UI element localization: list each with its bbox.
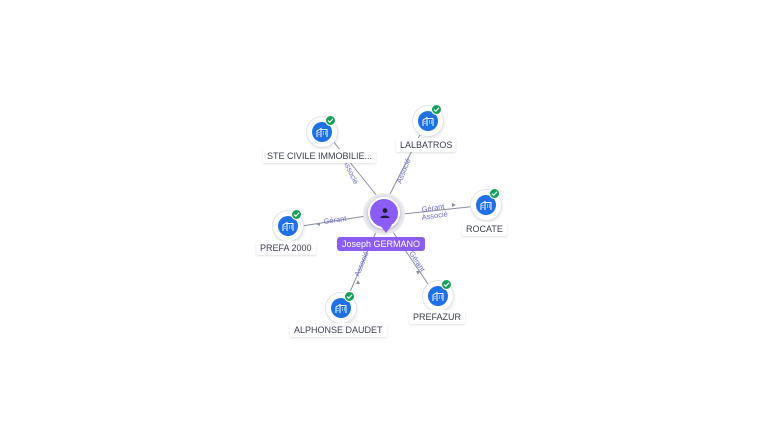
- center-person-node[interactable]: [363, 193, 405, 235]
- company-node-ste-civile[interactable]: [307, 115, 337, 147]
- arrow-prefa2000: [316, 223, 320, 226]
- node-disc: [428, 286, 448, 306]
- verified-badge: [291, 209, 302, 220]
- edge-label-prefa2000: Gérant: [323, 214, 348, 226]
- company-label-lalbatros[interactable]: LALBATROS: [396, 138, 457, 152]
- check-icon: [346, 294, 353, 300]
- building-icon: [335, 303, 347, 313]
- edge-prefa2000: [301, 215, 367, 227]
- company-node-rocate[interactable]: [471, 188, 501, 220]
- company-label-prefazur[interactable]: PREFAZUR: [409, 310, 466, 324]
- edge-label-lalbatros: Associé: [395, 157, 413, 185]
- company-node-alphonse[interactable]: [326, 291, 356, 323]
- check-icon: [443, 282, 450, 288]
- building-icon: [480, 200, 492, 210]
- company-label-prefa2000[interactable]: PREFA 2000: [256, 241, 316, 255]
- node-disc: [278, 216, 298, 236]
- arrow-rocate: [452, 203, 456, 207]
- edge-label-rocate-2: Associé: [421, 209, 448, 222]
- center-person-label[interactable]: Joseph GERMANO: [337, 237, 426, 251]
- edge-rocate: [402, 205, 479, 215]
- verified-badge: [344, 291, 355, 302]
- edge-label-rocate-1: Gérant: [421, 202, 446, 214]
- verified-badge: [441, 279, 452, 290]
- edge-lalbatros: [388, 124, 426, 197]
- arrow-prefazur: [416, 271, 420, 275]
- company-node-lalbatros[interactable]: [413, 104, 443, 136]
- person-icon: [380, 208, 390, 218]
- edge-ste-civile: [328, 135, 378, 197]
- arrow-alphonse: [356, 280, 360, 284]
- node-disc: [418, 111, 438, 131]
- edge-label-prefazur: Gérant: [407, 249, 427, 274]
- verified-badge: [489, 188, 500, 199]
- company-label-ste-civile[interactable]: STE CIVILE IMMOBILIE...: [263, 149, 377, 163]
- node-disc: [312, 122, 332, 142]
- node-disc: [476, 195, 496, 215]
- building-icon: [282, 221, 294, 231]
- company-label-rocate[interactable]: ROCATE: [462, 222, 507, 236]
- node-disc: [331, 298, 351, 318]
- verified-badge: [431, 104, 442, 115]
- company-label-alphonse[interactable]: ALPHONSE DAUDET: [290, 323, 387, 337]
- company-node-prefa2000[interactable]: [273, 209, 303, 241]
- check-icon: [293, 212, 300, 218]
- check-icon: [433, 107, 440, 113]
- check-icon: [491, 191, 498, 197]
- building-icon: [422, 116, 434, 126]
- verified-badge: [325, 115, 336, 126]
- center-pin: [368, 197, 400, 233]
- check-icon: [327, 118, 334, 124]
- edge-label-alphonse: Associé: [353, 250, 371, 278]
- building-icon: [432, 291, 444, 301]
- company-node-prefazur[interactable]: [423, 279, 453, 311]
- building-icon: [316, 127, 328, 137]
